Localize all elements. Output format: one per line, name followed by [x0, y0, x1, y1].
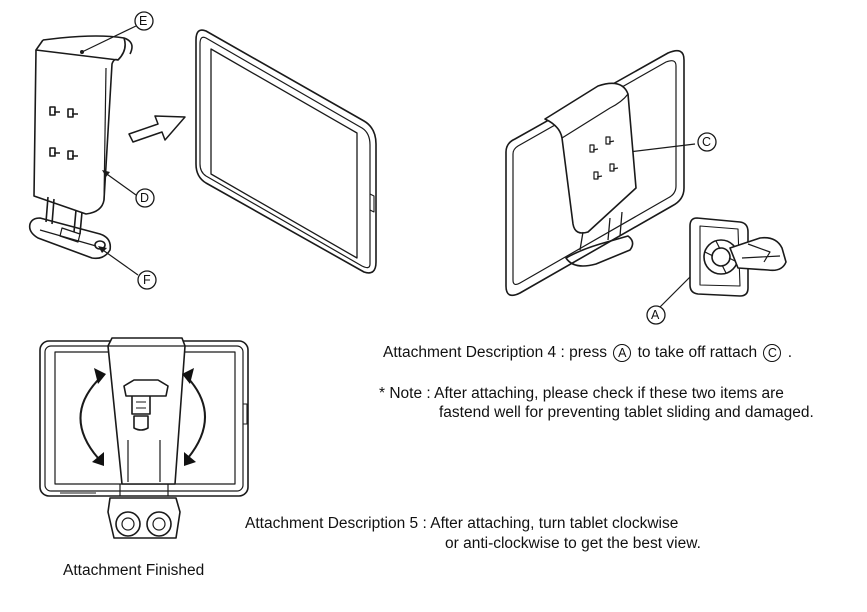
callout-e: E — [139, 14, 148, 28]
direction-arrow — [128, 115, 186, 143]
description-4-middle: to take off rattach — [637, 344, 758, 362]
rotation-arrowheads — [92, 368, 196, 466]
description-5-line-1: Attachment Description 5 : After attachi… — [245, 515, 679, 532]
callout-d: D — [140, 191, 150, 205]
callout-a: A — [651, 308, 660, 322]
clamp-bracket-drawing — [28, 35, 133, 260]
description-5-line-2: or anti-clockwise to get the best view. — [445, 535, 701, 552]
ref-a-badge: A — [613, 344, 632, 362]
note-line-2: fastend well for preventing tablet slidi… — [439, 404, 814, 421]
callout-c: C — [702, 135, 712, 149]
description-4-prefix: Attachment Description 4 : press — [383, 344, 607, 362]
description-4: Attachment Description 4 : press A to ta… — [383, 344, 792, 362]
ref-c-badge: C — [763, 344, 782, 362]
tablet-drawing — [195, 29, 377, 274]
note-line-1: * Note : After attaching, please check i… — [379, 385, 784, 402]
finished-caption: Attachment Finished — [63, 562, 205, 579]
leader-arrowheads — [98, 170, 110, 253]
description-4-suffix: . — [787, 344, 793, 362]
callout-f: F — [143, 273, 151, 287]
finished-assembly-drawing — [39, 337, 249, 539]
callout-circles — [134, 11, 717, 325]
tablet-with-clamp-drawing — [505, 49, 787, 297]
